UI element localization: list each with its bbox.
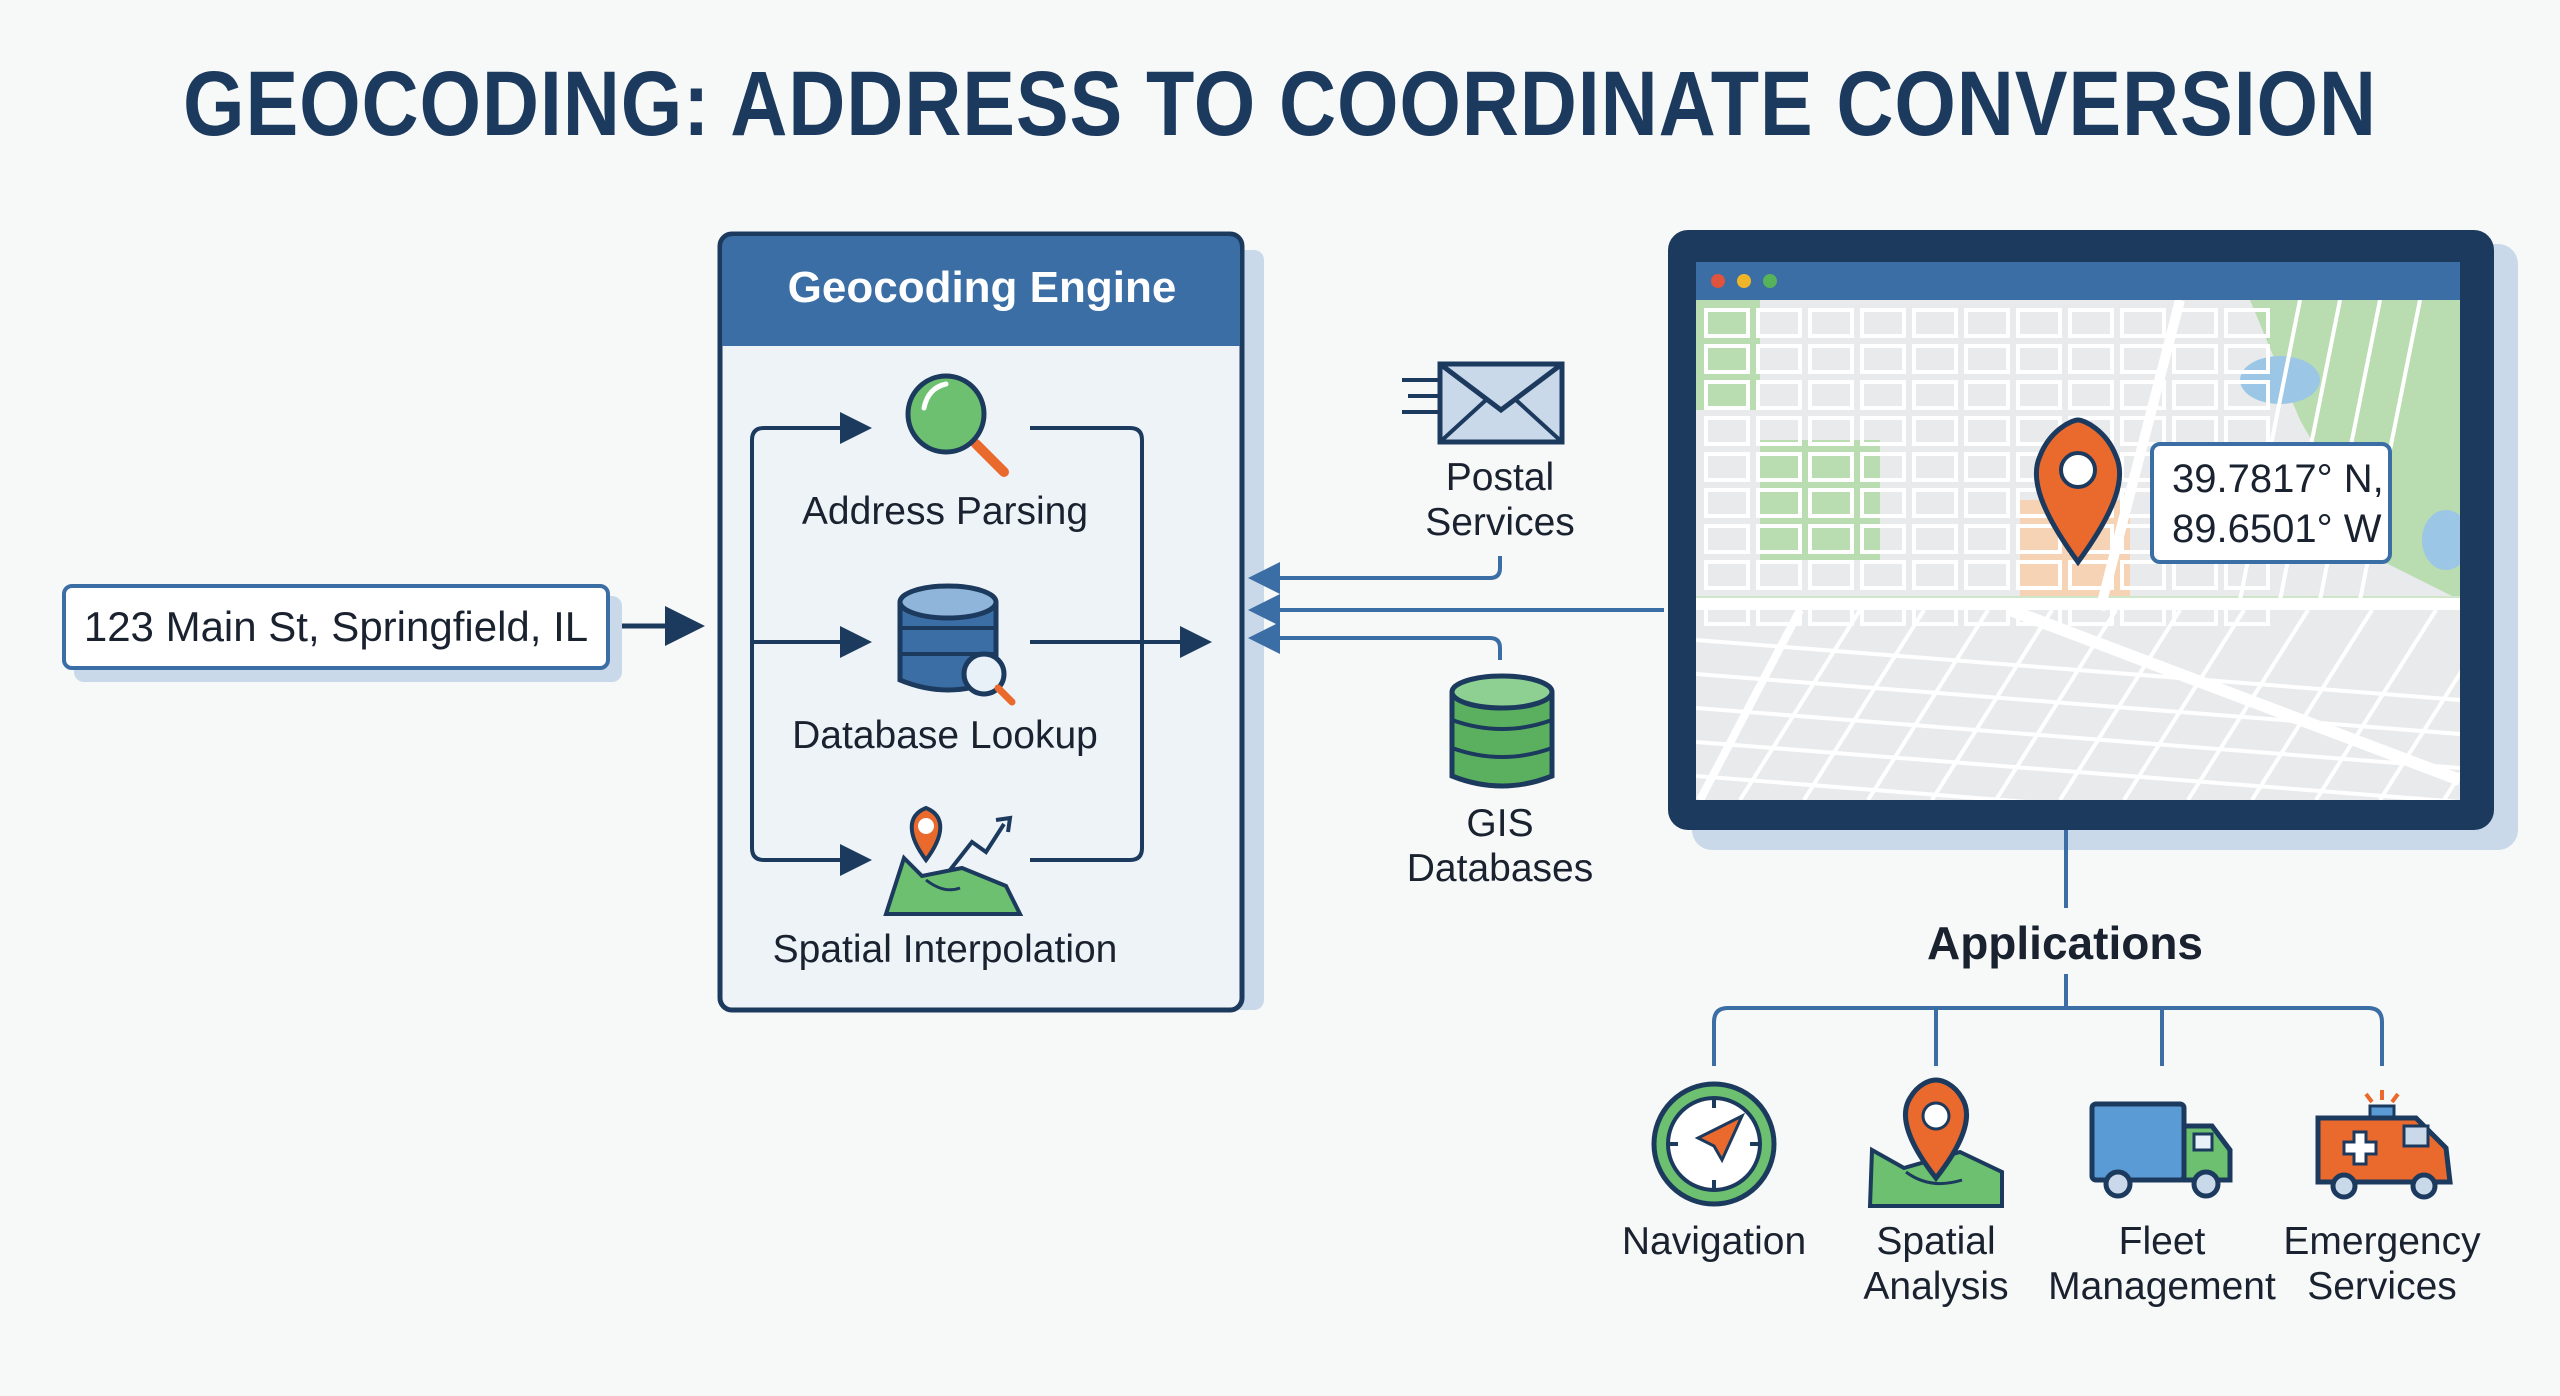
- app-fleet-line1: Fleet: [2118, 1220, 2206, 1263]
- app-spatial-line2: Analysis: [1863, 1264, 2009, 1308]
- envelope-icon: [1402, 361, 1565, 445]
- map-window: [1668, 230, 2518, 850]
- database-search-icon: [897, 583, 1016, 706]
- app-emergency-line1: Emergency: [2283, 1220, 2481, 1263]
- page-title: GEOCODING: ADDRESS TO COORDINATE CONVERS…: [183, 53, 2377, 155]
- app-fleet-line2: Management: [2048, 1264, 2276, 1308]
- map-pin-trend-icon: [883, 805, 1024, 916]
- window-maximize-dot[interactable]: [1763, 274, 1777, 288]
- step-label-address-parsing: Address Parsing: [801, 490, 1089, 533]
- ambulance-icon: [2315, 1090, 2453, 1200]
- source-connectors: [1248, 556, 1664, 660]
- step-label-spatial-interpolation: Spatial Interpolation: [772, 928, 1118, 971]
- app-navigation-line1: Navigation: [1621, 1220, 1807, 1263]
- address-text: 123 Main St, Springfield, IL: [83, 603, 589, 650]
- coordinate-callout: 39.7817° N, 89.6501° W: [2150, 442, 2392, 564]
- engine-flow-lines: [750, 412, 1212, 876]
- app-emergency-line2: Services: [2307, 1264, 2457, 1308]
- window-minimize-dot[interactable]: [1737, 274, 1751, 288]
- app-fleet-management: Fleet Management: [2032, 1220, 2292, 1310]
- source-gis-line2: Databases: [1406, 846, 1594, 890]
- location-pin-icon[interactable]: [2033, 417, 2123, 567]
- source-label-gis: GIS Databases: [1380, 802, 1620, 892]
- app-spatial-line1: Spatial: [1876, 1220, 1996, 1263]
- map-pin-icon: [1867, 1077, 2004, 1208]
- source-postal-line1: Postal: [1445, 456, 1555, 499]
- address-input-box: 123 Main St, Springfield, IL: [62, 584, 610, 670]
- coordinate-longitude: 89.6501° W: [2172, 507, 2382, 551]
- source-gis-line1: GIS: [1466, 802, 1534, 845]
- database-icon: [1449, 673, 1555, 789]
- truck-icon: [2089, 1101, 2233, 1199]
- app-emergency-services: Emergency Services: [2262, 1220, 2502, 1310]
- coordinate-latitude: 39.7817° N,: [2172, 457, 2384, 501]
- window-close-dot[interactable]: [1711, 274, 1725, 288]
- applications-title: Applications: [1926, 917, 2204, 969]
- compass-icon: [1651, 1081, 1777, 1207]
- source-label-postal: Postal Services: [1380, 456, 1620, 546]
- engine-title: Geocoding Engine: [787, 263, 1177, 312]
- app-spatial-analysis: Spatial Analysis: [1816, 1220, 2056, 1310]
- magnifier-icon: [905, 373, 1009, 477]
- source-postal-line2: Services: [1425, 500, 1575, 544]
- applications-tree: [1712, 830, 2384, 1066]
- app-navigation: Navigation: [1594, 1220, 1834, 1265]
- step-label-database-lookup: Database Lookup: [792, 714, 1098, 757]
